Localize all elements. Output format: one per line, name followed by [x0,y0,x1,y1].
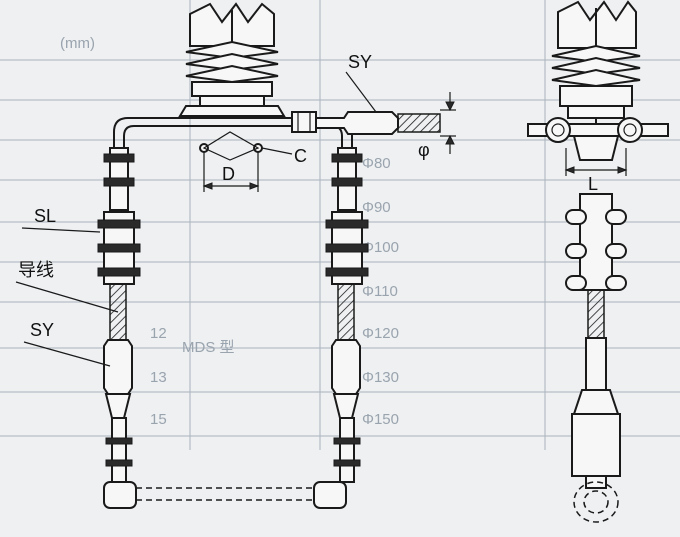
bg-row-1: Φ80 [362,155,391,172]
label-conductor: 导线 [18,260,54,280]
label-sy-left: SY [30,320,54,340]
label-phi: φ [418,140,430,160]
bg-side-2: 13 [150,369,167,386]
label-d: D [222,164,235,184]
bg-header-left: (mm) [60,35,95,52]
label-l: L [588,174,598,194]
conductor-leader [15,281,119,313]
bg-row-7: Φ150 [362,411,399,428]
side-conductor [573,481,619,523]
side-view: L [527,0,669,523]
bg-side-3: 15 [150,411,167,428]
bus-clamp [291,111,317,133]
left-arm [97,147,141,509]
front-view: SY φ C D [15,2,456,509]
bg-side-1: 12 [150,325,167,342]
right-arm [313,147,369,509]
bg-watermark: MDS 型 [182,339,235,356]
bg-row-6: Φ130 [362,369,399,386]
bg-row-2: Φ90 [362,199,391,216]
insulator-top [178,2,286,117]
c-leader [261,147,293,155]
sy-top-leader [345,71,377,113]
sl-leader [21,227,101,233]
bg-row-5: Φ120 [362,325,399,342]
sy-top-terminal [315,92,456,154]
label-sy-top: SY [348,52,372,72]
label-c: C [294,146,307,166]
sy-left-leader [23,341,111,367]
bg-row-4: Φ110 [362,283,398,300]
label-sl: SL [34,206,56,226]
bg-row-3: Φ100 [362,239,399,256]
